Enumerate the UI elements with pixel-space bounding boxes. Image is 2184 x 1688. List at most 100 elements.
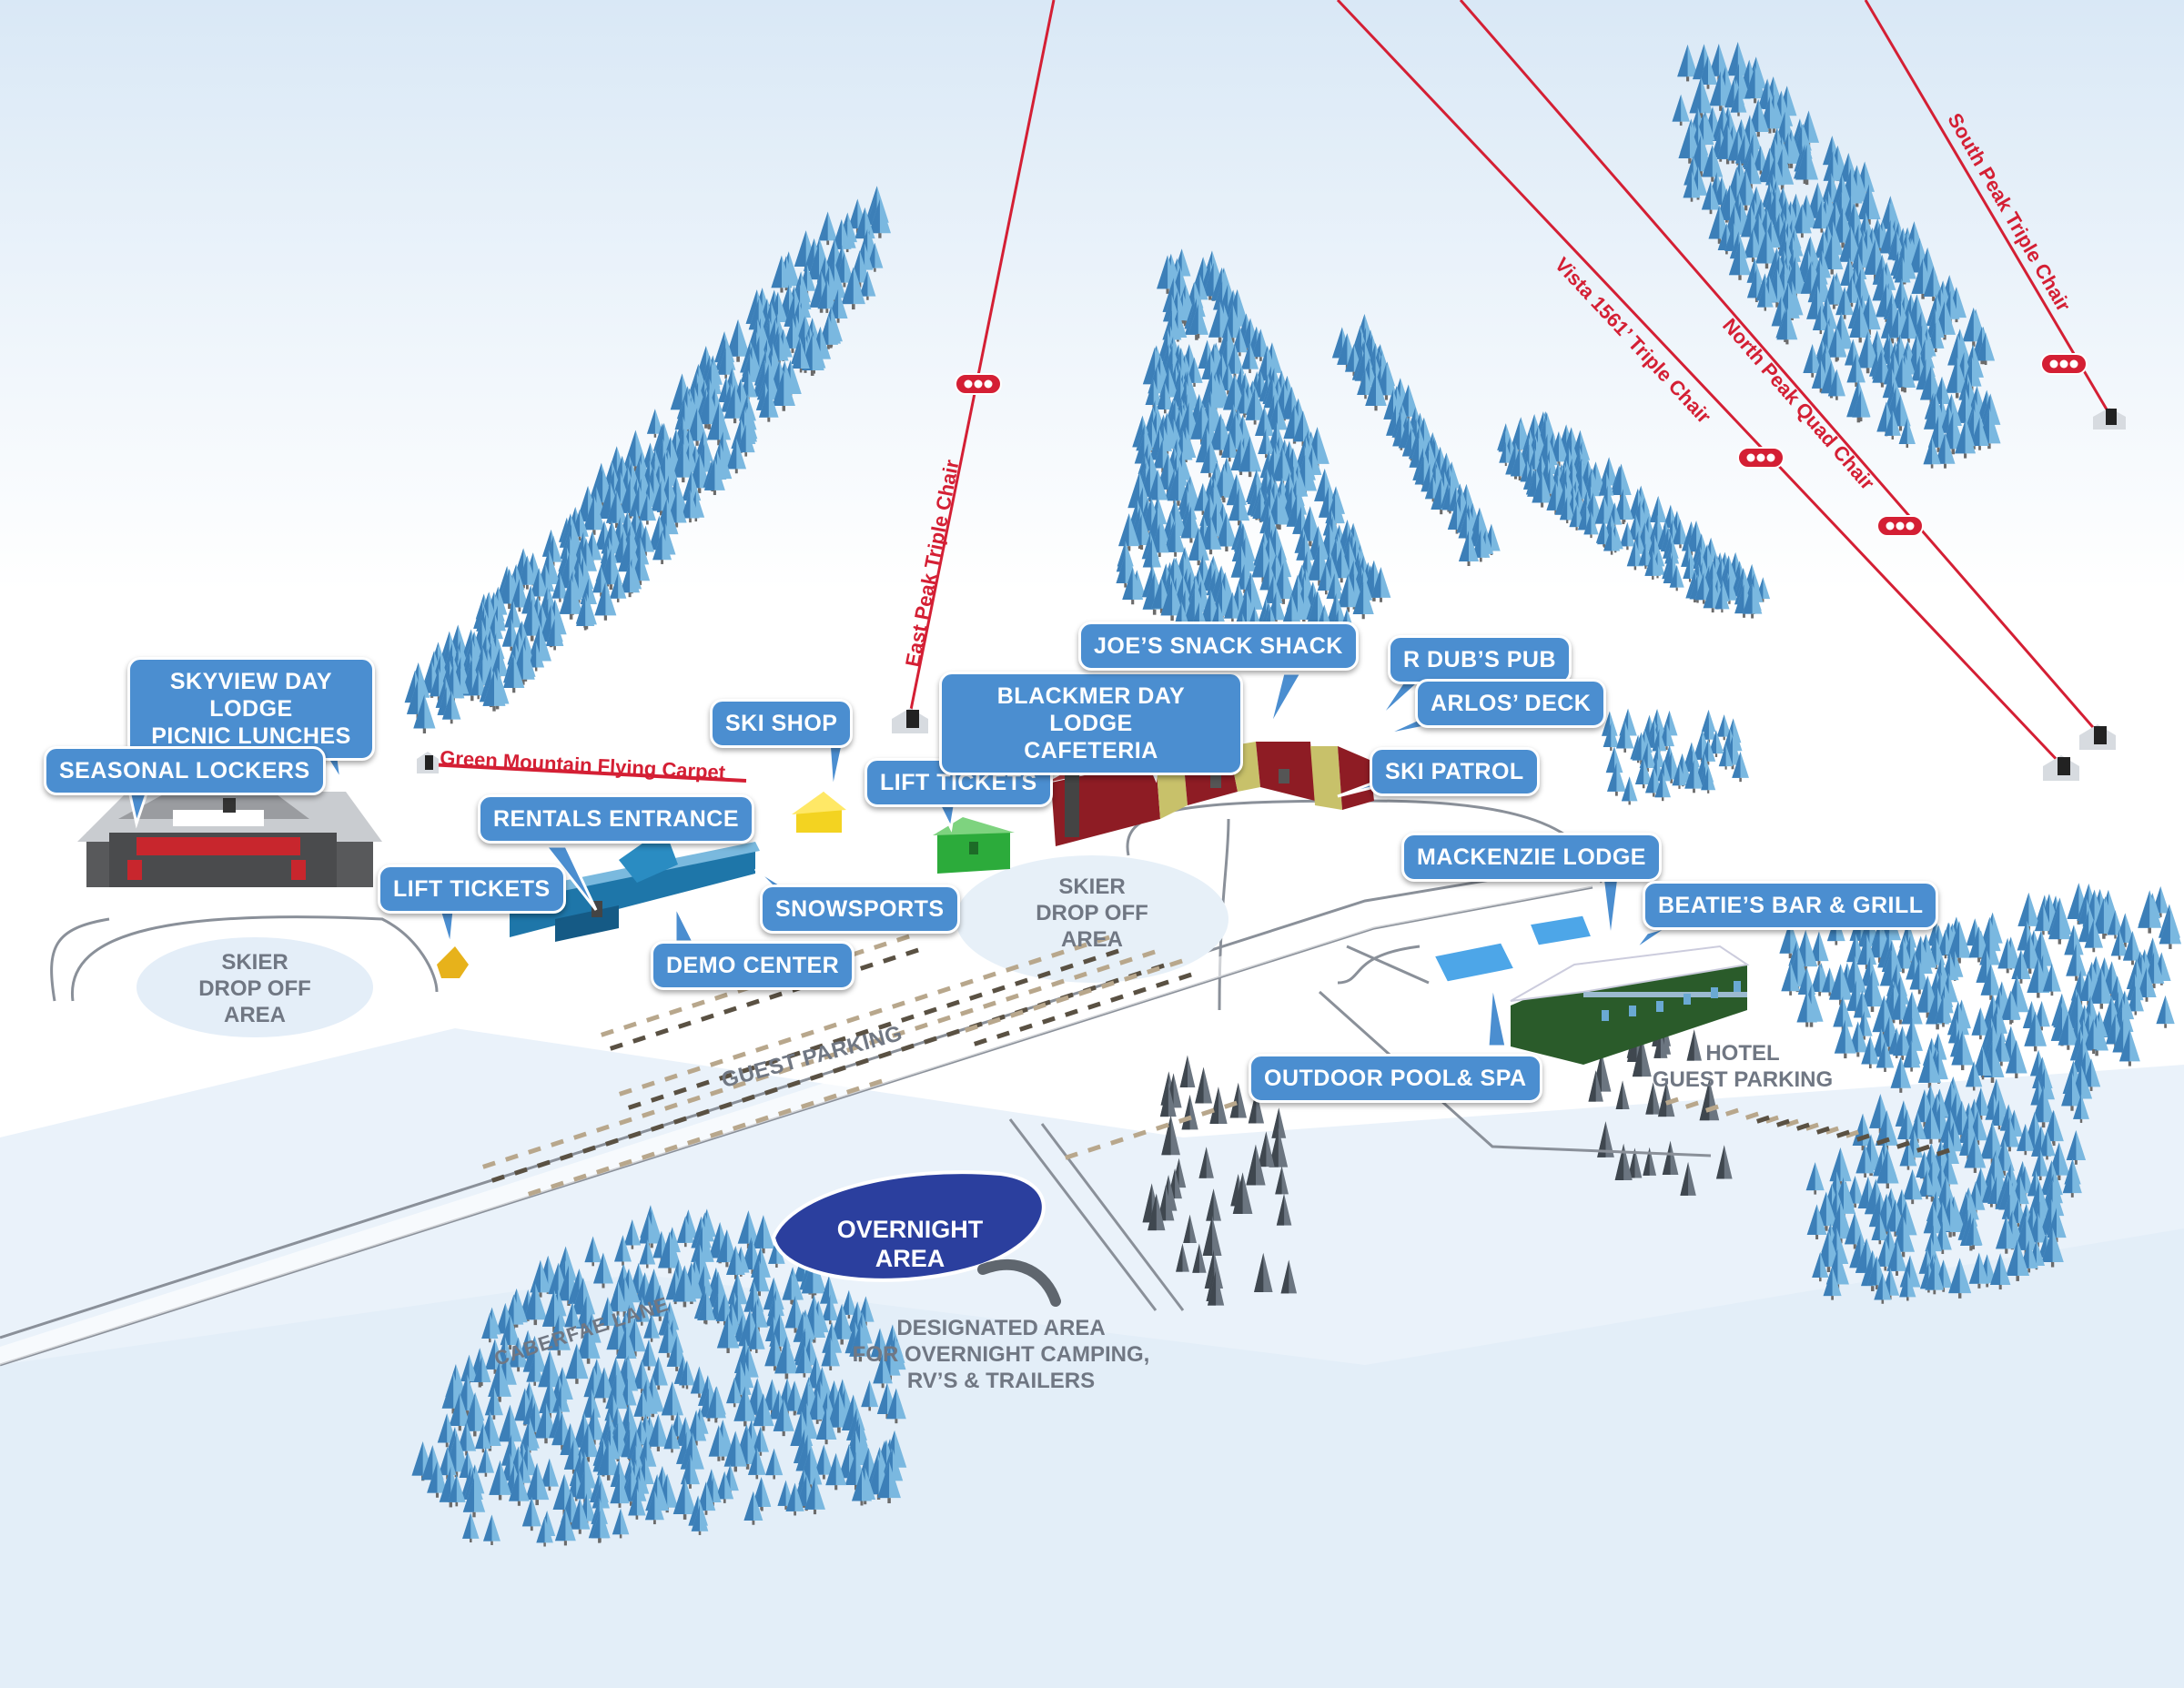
parking-stall	[1916, 1144, 1930, 1153]
parking-stall	[695, 1108, 710, 1117]
parking-stall	[924, 1036, 937, 1045]
parking-stall	[663, 1102, 678, 1111]
parking-stall	[869, 1036, 883, 1046]
blackmer-line2: CAFETERIA	[1024, 738, 1158, 763]
parking-stall	[769, 991, 783, 1000]
parking-stall	[1096, 964, 1110, 973]
parking-stall	[1051, 949, 1065, 958]
parking-stall	[1825, 1126, 1839, 1135]
lift-tickets-left-callout[interactable]: LIFT TICKETS	[378, 864, 566, 914]
parking-stall	[1224, 1100, 1238, 1109]
parking-stall	[1756, 1115, 1770, 1124]
parking-stall	[560, 1152, 573, 1161]
parking-stall	[754, 1044, 769, 1053]
outdoor-pool-spa-callout[interactable]: OUTDOOR POOL& SPA	[1249, 1054, 1542, 1103]
parking-stalls	[481, 934, 1950, 1197]
parking-stall	[833, 1036, 846, 1045]
parking-stall	[1028, 956, 1042, 965]
parking-stall	[655, 1027, 669, 1036]
parking-stall	[763, 1057, 778, 1066]
parking-stall	[1178, 972, 1192, 981]
parking-stall	[824, 1051, 837, 1060]
lift-chair-markers	[955, 353, 2088, 537]
parking-stall	[1019, 1023, 1033, 1032]
arlos-deck-callout[interactable]: ARLOS’ DECK	[1415, 679, 1607, 728]
parking-stall	[1073, 971, 1087, 980]
parking-stall	[641, 1080, 655, 1089]
parking-stall	[651, 1123, 664, 1132]
parking-stall	[1132, 986, 1147, 996]
parking-stall	[619, 1117, 632, 1126]
mackenzie-lodge-callout[interactable]: MACKENZIE LODGE	[1401, 833, 1662, 882]
parking-stall	[915, 993, 928, 1002]
lift-chair-marker-icon	[2040, 353, 2088, 375]
parking-stall	[718, 1072, 733, 1081]
parking-stall	[710, 1058, 723, 1067]
r-dubs-pub-callout[interactable]: R DUB’S PUB	[1388, 635, 1572, 684]
parking-stall	[628, 1130, 642, 1139]
overnight-line: AREA	[875, 1245, 945, 1272]
parking-stall	[672, 1087, 687, 1096]
parking-stall	[733, 1051, 746, 1060]
lift-terminal-icon	[892, 708, 928, 733]
lift-lines	[427, 0, 2111, 783]
parking-stall	[1028, 986, 1042, 995]
skyview-lodge-building	[77, 792, 382, 887]
parking-stall	[878, 1050, 892, 1059]
lift-chair-marker-icon	[955, 373, 1002, 395]
ski-shop-callout[interactable]: SKI SHOP	[710, 699, 854, 748]
parking-stall	[642, 1109, 655, 1118]
parking-stall	[915, 1022, 928, 1031]
parking-stall	[946, 999, 960, 1008]
lift-terminal-icon	[417, 752, 439, 773]
parking-stall	[622, 1021, 637, 1030]
parking-stall	[1169, 958, 1183, 967]
parking-stall	[964, 1024, 978, 1033]
parking-stall	[619, 1158, 632, 1167]
parking-stall	[1805, 1122, 1819, 1131]
parking-stall	[937, 1015, 951, 1024]
parking-stall	[604, 1137, 619, 1147]
skyview-day-lodge-callout[interactable]: SKYVIEW DAY LODGE PICNIC LUNCHES	[127, 657, 375, 761]
rentals-building	[510, 828, 760, 942]
parking-stall	[801, 1100, 814, 1109]
outdoor-pool	[1431, 940, 1518, 985]
parking-stall	[809, 1043, 824, 1052]
parking-stall	[1056, 995, 1069, 1004]
skier-drop-off-center: SKIER DROP OFF AREA	[1015, 874, 1169, 953]
skyview-line2: PICNIC LUNCHES	[151, 723, 351, 749]
parking-stall	[742, 1065, 755, 1074]
beaties-bar-grill-callout[interactable]: BEATIE’S BAR & GRILL	[1643, 881, 1939, 930]
parking-stall	[892, 1000, 905, 1009]
parking-stall	[777, 1036, 792, 1046]
parking-stall	[687, 1066, 701, 1075]
parking-stall	[1156, 979, 1169, 988]
parking-stall	[754, 1115, 769, 1124]
parking-stall	[687, 1095, 701, 1104]
parking-stall	[937, 986, 951, 995]
parking-stall	[632, 1035, 646, 1044]
parking-stall	[582, 1145, 596, 1154]
parking-stall	[1006, 964, 1019, 973]
snowsports-callout[interactable]: SNOWSPORTS	[760, 884, 960, 934]
area-line: AREA	[223, 1003, 286, 1027]
parking-stall	[1764, 1115, 1779, 1124]
parking-stall	[778, 1107, 792, 1117]
parking-stall	[1037, 970, 1051, 979]
parking-stall	[1109, 1137, 1124, 1146]
joes-snack-shack-callout[interactable]: JOE’S SNACK SHACK	[1078, 622, 1359, 671]
parking-stall	[651, 1094, 664, 1103]
blackmer-day-lodge-callout[interactable]: BLACKMER DAY LODGE CAFETERIA	[939, 672, 1243, 775]
parking-stall	[714, 992, 728, 1001]
parking-stall	[1119, 956, 1133, 965]
parking-stall	[1051, 978, 1065, 987]
ski-patrol-callout[interactable]: SKI PATROL	[1370, 747, 1540, 796]
blackmer-line1: BLACKMER DAY LODGE	[996, 683, 1186, 736]
parking-stall	[595, 1124, 610, 1133]
seasonal-lockers-callout[interactable]: SEASONAL LOCKERS	[44, 746, 326, 795]
parking-stall	[628, 1101, 642, 1110]
rentals-entrance-callout[interactable]: RENTALS ENTRANCE	[478, 794, 755, 844]
overnight-area-label: OVERNIGHT AREA	[819, 1215, 1001, 1273]
demo-center-callout[interactable]: DEMO CENTER	[651, 941, 855, 990]
